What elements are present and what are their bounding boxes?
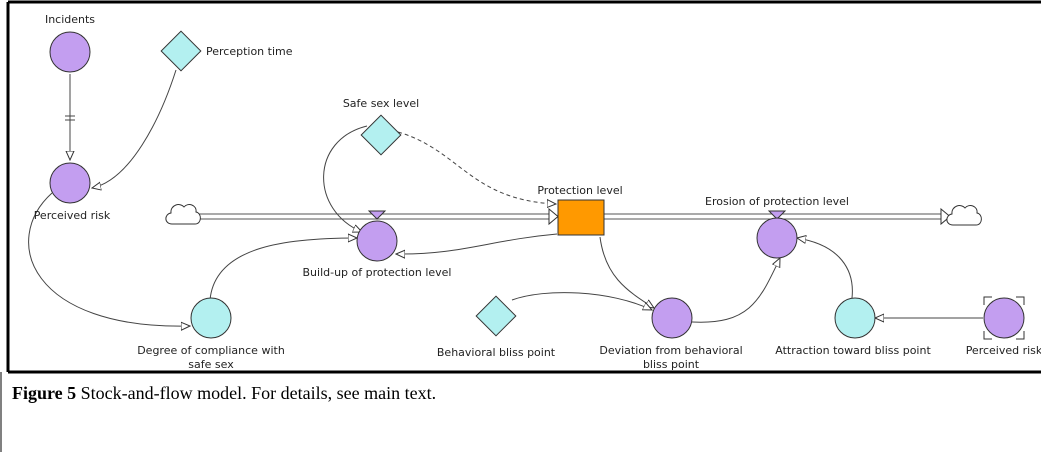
buildup-label: Build-up of protection level xyxy=(303,266,452,279)
behavioral-bliss-point-label: Behavioral bliss point xyxy=(437,346,556,359)
connector-bliss-to-deviation xyxy=(511,292,652,310)
perceived-risk-ghost-node xyxy=(983,297,1025,339)
sink-cloud-icon xyxy=(946,205,982,226)
ghost-bracket-marks xyxy=(983,296,1025,340)
deviation-node xyxy=(651,297,693,339)
connector-perception-time-to-risk xyxy=(92,69,177,188)
perception-time-node xyxy=(160,30,202,72)
figure-caption: Figure 5 Stock-and-flow model. For detai… xyxy=(12,383,1032,404)
source-cloud-icon xyxy=(165,204,201,225)
connector-protection-to-deviation xyxy=(599,236,654,308)
connector-deviation-to-erosion xyxy=(691,258,780,323)
perceived-risk-label: Perceived risk xyxy=(34,209,111,222)
erosion-valve-icon xyxy=(767,210,787,220)
erosion-label: Erosion of protection level xyxy=(705,195,849,208)
connector-protection-to-buildup xyxy=(396,233,558,254)
compliance-node xyxy=(190,297,232,339)
safe-sex-level-label: Safe sex level xyxy=(343,97,419,110)
caption-text: Stock-and-flow model. For details, see m… xyxy=(76,383,437,403)
deviation-label-line2: bliss point xyxy=(643,358,700,371)
connector-risk-to-compliance xyxy=(28,192,190,326)
incidents-label: Incidents xyxy=(45,13,95,26)
attraction-node xyxy=(834,297,876,339)
incidents-node xyxy=(49,31,91,73)
buildup-flow-node xyxy=(356,220,398,262)
perception-time-label: Perception time xyxy=(206,45,293,58)
compliance-label-line2: safe sex xyxy=(188,358,234,371)
buildup-valve-icon xyxy=(367,210,387,220)
erosion-flow-node xyxy=(756,217,798,259)
connector-attraction-to-erosion xyxy=(797,238,853,299)
connector-compliance-to-buildup xyxy=(209,238,357,301)
behavioral-bliss-point-node xyxy=(475,295,517,337)
figure-number: Figure 5 xyxy=(12,383,77,403)
connector-safesex-to-protection-dashed xyxy=(397,131,556,204)
perceived-risk-node xyxy=(49,162,91,204)
deviation-label-line1: Deviation from behavioral xyxy=(599,344,742,357)
connector-safesex-to-buildup xyxy=(323,125,368,232)
attraction-label: Attraction toward bliss point xyxy=(775,344,931,357)
safe-sex-level-node xyxy=(360,114,402,156)
protection-level-stock xyxy=(557,199,605,236)
compliance-label-line1: Degree of compliance with xyxy=(137,344,285,357)
perceived-risk-ghost-label: Perceived risk xyxy=(966,344,1041,357)
protection-level-label: Protection level xyxy=(537,184,622,197)
